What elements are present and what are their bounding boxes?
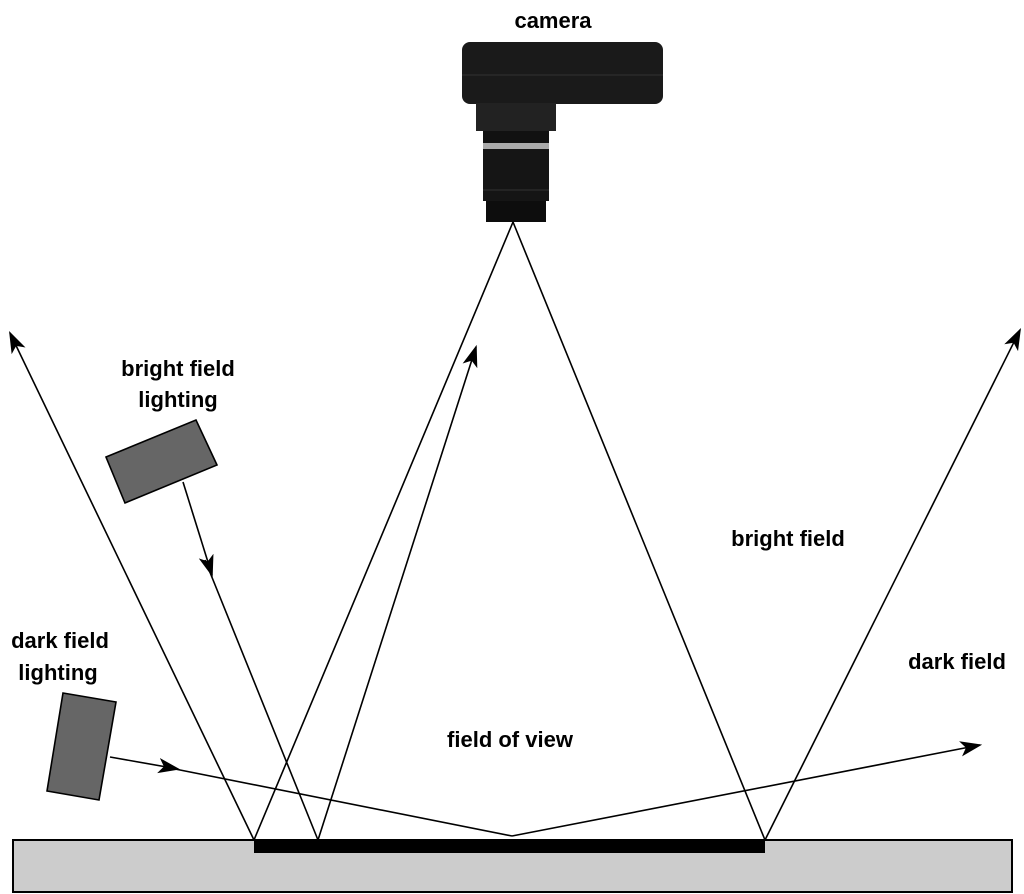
dark-field-reflection-left: [9, 331, 255, 841]
bright-field-lighting-label-2: lighting: [138, 387, 217, 412]
camera-ray-right: [512, 221, 766, 841]
bright-field-reflected-ray: [317, 344, 478, 841]
dark-field-label: dark field: [908, 649, 1006, 674]
dark-field-incident-ray-tail: [169, 767, 513, 837]
dark-field-light-source: [46, 692, 117, 801]
field-of-view-label: field of view: [447, 727, 574, 752]
camera-icon: [462, 42, 663, 222]
bright-field-light-source: [104, 418, 219, 505]
dark-field-incident-ray: [109, 756, 181, 774]
bright-field-incident-ray: [182, 481, 214, 578]
camera-label: camera: [514, 8, 592, 33]
dark-field-lighting-label-1: dark field: [11, 628, 109, 653]
dark-field-reflection-right: [764, 328, 1021, 841]
bright-field-label: bright field: [731, 526, 845, 551]
dark-field-lighting-label-2: lighting: [18, 660, 97, 685]
dark-field-scattered-ray: [511, 741, 983, 837]
field-of-view-bar: [254, 840, 765, 853]
bright-field-incident-ray-tail: [204, 559, 319, 841]
bright-field-lighting-label-1: bright field: [121, 356, 235, 381]
camera-ray-left: [253, 221, 514, 841]
